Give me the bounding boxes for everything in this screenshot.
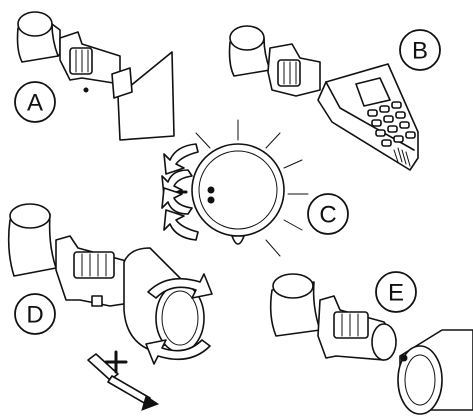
keypad-keys [367, 101, 416, 147]
light-rays [195, 119, 309, 257]
label-b-text: B [412, 38, 428, 65]
panel-e-cylinder-separated [269, 273, 473, 415]
label-d-text: D [26, 302, 43, 329]
label-e-text: E [388, 280, 404, 307]
label-c-text: C [319, 202, 336, 229]
label-c: C [307, 193, 349, 235]
label-e: E [375, 271, 417, 313]
panel-d-cylinder-removal [7, 203, 213, 411]
rotate-arrows-icon [161, 143, 199, 241]
panel-b-cylinder-programmer [228, 25, 419, 171]
label-d: D [14, 293, 56, 335]
panel-c-knob-indicator [161, 119, 309, 257]
label-a-text: A [27, 90, 43, 117]
label-a: A [14, 81, 56, 123]
rotate-knob-arrows-icon [145, 273, 213, 365]
screwdriver-icon [87, 350, 160, 411]
label-b: B [399, 29, 441, 71]
panel-a-cylinder-card [16, 11, 175, 141]
